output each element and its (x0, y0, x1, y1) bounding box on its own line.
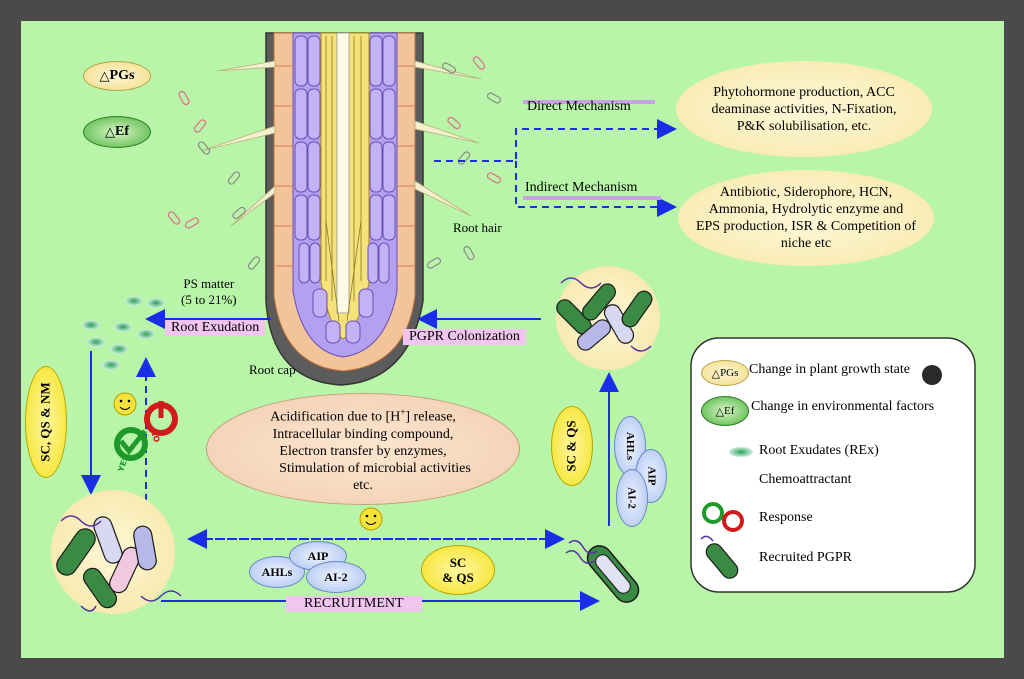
sc-qs-bottom-badge: SC & QS (421, 545, 495, 595)
legend-ef-label: Change in environmental factors (751, 399, 935, 414)
cycle-arrows (81, 309, 619, 611)
indirect-mechanism-text: Antibiotic, Siderophore, HCN, Ammonia, H… (695, 185, 917, 251)
legend-pgs-badge-text: PGs (720, 367, 739, 379)
root-cap-label: Root cap (249, 362, 296, 377)
center-line3: Electron transfer by enzymes, (279, 443, 447, 459)
scattered-bacteria (167, 56, 502, 270)
pgs-badge: △PGs (83, 61, 151, 91)
recruitment-label: RECRUITMENT (286, 596, 422, 612)
sc-qs-bottom-line2: & QS (442, 570, 474, 585)
direct-underline (523, 100, 655, 104)
sc-qs-nm-badge: SC, QS & NM (25, 366, 67, 478)
indirect-underline (523, 196, 661, 200)
pgpr-colonization-label: PGPR Colonization (403, 329, 526, 345)
ps-matter-label: PS matter (5 to 21%) (181, 276, 237, 308)
pgs-badge-label: PGs (109, 68, 135, 83)
root-structure (200, 32, 482, 386)
sc-qs-bottom-line1: SC (449, 555, 467, 570)
diagram-canvas: △PGs △Ef Direct Mechanism Indirect Mecha… (21, 21, 1004, 658)
response-symbol (114, 401, 178, 461)
legend-recruited-label: Recruited PGPR (759, 550, 852, 565)
signal-ahls-bottom-text: AHLs (261, 564, 293, 579)
center-line4: Stimulation of microbial activities (279, 460, 471, 476)
center-line1: Acidification due to [H+] release, (270, 404, 456, 426)
center-line5: etc. (353, 477, 373, 493)
signal-ai2-bottom-text: AI-2 (324, 569, 348, 584)
direct-mechanism-label: Direct Mechanism (527, 99, 631, 114)
legend-ef-badge: △Ef (701, 396, 749, 426)
center-mechanism-ellipse: Acidification due to [H+] release, Intra… (206, 393, 520, 505)
ps-matter-line1: PS matter (183, 276, 235, 291)
recruited-bacterium (565, 540, 640, 603)
diagram-graphics (51, 32, 976, 614)
signal-ai2-right: AI-2 (616, 469, 648, 527)
signal-ai2-bottom: AI-2 (306, 561, 366, 593)
bacteria-cluster-right (556, 266, 660, 370)
root-exudation-label: Root Exudation (165, 320, 266, 336)
legend-response-label: Response (759, 510, 813, 525)
ef-badge-label: Ef (115, 124, 129, 139)
cursor-dot (922, 365, 942, 385)
direct-mechanism-text: Phytohormone production, ACC deaminase a… (711, 84, 897, 134)
sc-qs-right-badge: SC & QS (551, 406, 593, 486)
ef-badge: △Ef (83, 116, 151, 148)
signal-ahls-right-text: AHLs (624, 431, 636, 461)
root-hair-label: Root hair (453, 220, 502, 235)
center-line1-sup: + (400, 407, 406, 418)
legend-box (690, 337, 976, 593)
legend-icons (700, 447, 753, 579)
ps-matter-line2: (5 to 21%) (181, 292, 237, 307)
indirect-mechanism-ellipse: Antibiotic, Siderophore, HCN, Ammonia, H… (678, 170, 934, 266)
center-line1-post: ] release, (405, 409, 456, 425)
signal-aip-right-text: AIP (644, 466, 657, 486)
legend-ef-badge-text: Ef (724, 405, 735, 417)
center-line2: Intracellular binding compound, (272, 426, 454, 442)
direct-mechanism-ellipse: Phytohormone production, ACC deaminase a… (676, 61, 932, 157)
indirect-mechanism-label: Indirect Mechanism (525, 180, 638, 195)
mechanism-arrows (434, 119, 677, 217)
sc-qs-nm-text: SC, QS & NM (38, 382, 54, 462)
signal-ai2-right-text: AI-2 (625, 487, 638, 509)
signal-aip-bottom-text: AIP (307, 548, 329, 563)
legend-pgs-label: Change in plant growth state (749, 362, 910, 377)
legend-pgs-badge: △PGs (701, 360, 749, 386)
center-line1-pre: Acidification due to [H (270, 409, 401, 425)
bacteria-cluster-left (51, 490, 182, 614)
root-exudate-dots (82, 296, 165, 370)
sc-qs-right-text: SC & QS (564, 420, 580, 472)
legend-rex-label: Root Exudates (REx) (759, 443, 879, 458)
legend-chemo-label: Chemoattractant (759, 472, 852, 487)
